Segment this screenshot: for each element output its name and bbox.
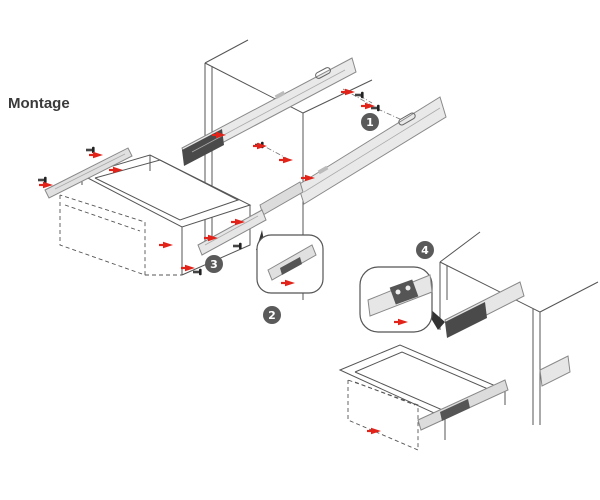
step-badge-2: 2: [263, 306, 281, 324]
drawer-box: [80, 154, 252, 276]
drawer-installed-rail: [417, 379, 509, 431]
screw-icon: [38, 176, 47, 184]
cabinet-rail-lower: [259, 96, 447, 216]
svg-text:4: 4: [421, 244, 429, 257]
svg-text:3: 3: [210, 258, 218, 271]
page-title: Montage: [8, 95, 70, 112]
svg-text:2: 2: [268, 309, 276, 322]
drawer-rail-left: [44, 147, 133, 199]
step-badge-4: 4: [416, 241, 434, 259]
arrow-icon: [279, 156, 293, 164]
screw-icon: [355, 91, 364, 99]
drawer-front-dashed: [59, 194, 182, 276]
cabinet-rail-upper: [181, 57, 357, 166]
arrow-icon: [159, 241, 173, 249]
svg-text:1: 1: [366, 116, 374, 129]
step-badge-1: 1: [361, 113, 379, 131]
cabinet-rail-right: [444, 281, 571, 387]
step-badge-3: 3: [205, 255, 223, 273]
drawer-installed-front-dashed: [347, 379, 419, 451]
magnifier-callout-step4: [359, 266, 445, 333]
screw-icon: [233, 242, 242, 250]
magnifier-callout-step2: [256, 230, 324, 294]
arrow-icon: [89, 151, 103, 159]
